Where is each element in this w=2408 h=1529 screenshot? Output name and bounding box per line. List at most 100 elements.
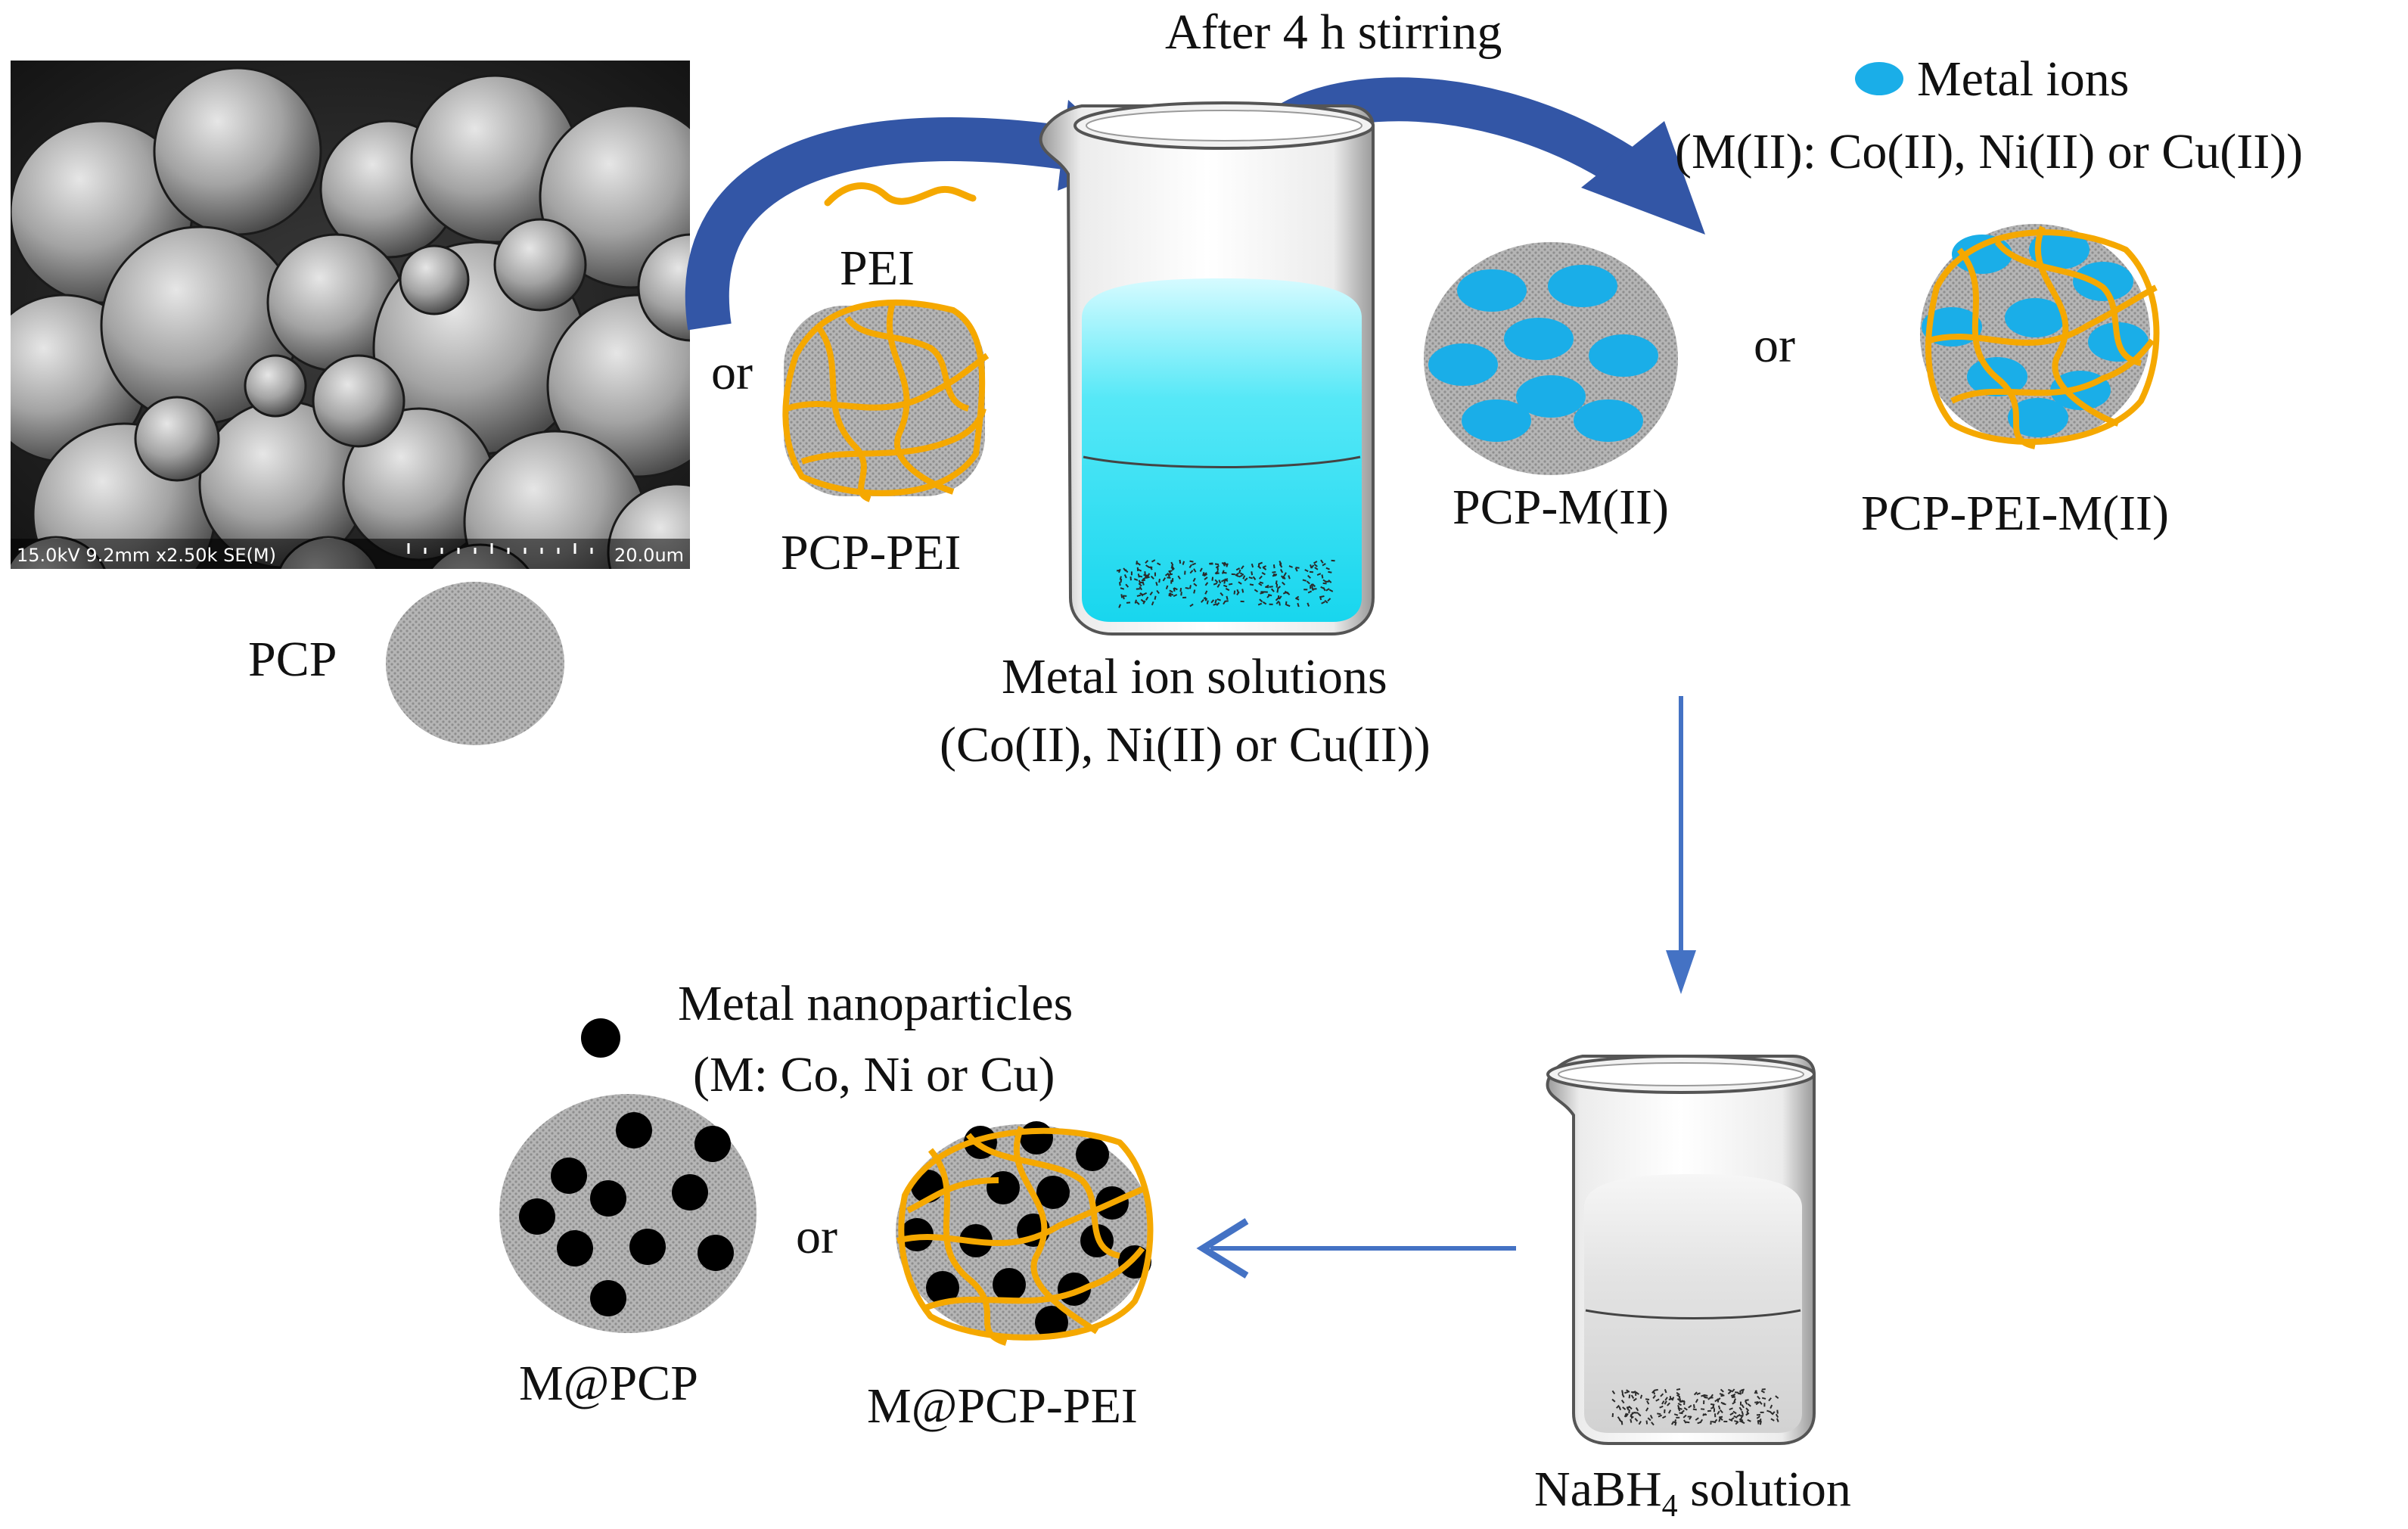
sediment-speck [1325,567,1330,570]
sediment-speck [1213,603,1217,606]
step-label: After 4 h stirring [1165,5,1502,60]
sediment-speck [1120,594,1123,598]
sediment-speck [1225,588,1230,592]
sediment-speck [1138,583,1142,587]
sediment-speck [1156,589,1160,595]
sediment-speck [1173,594,1178,598]
sediment-speck [1328,589,1334,592]
sediment-speck [1144,573,1147,578]
sediment-speck [1626,1405,1630,1409]
sediment-speck [1320,586,1325,589]
sediment-speck [1649,1414,1653,1419]
sediment-speck [1676,1391,1680,1396]
sediment-speck [1142,592,1148,595]
sediment-speck [1738,1406,1743,1411]
sediment-speck [1322,563,1326,567]
sediment-speck [1252,576,1257,580]
sediment-speck [1125,583,1129,588]
sediment-speck [1707,1397,1712,1400]
sediment-speck [1280,569,1284,573]
sediment-speck [1210,599,1215,604]
sediment-speck [1695,1398,1699,1403]
sediment-speck [1140,598,1145,603]
sediment-speck [1147,573,1151,577]
sediment-speck [1654,1388,1658,1391]
sediment-speck [1760,1390,1766,1394]
sediment-speck [1754,1390,1757,1394]
sediment-speck [1261,571,1266,576]
sediment-speck [1158,578,1161,583]
sediment-speck [1696,1392,1701,1396]
sediment-speck [1673,1419,1677,1424]
sediment-speck [1307,590,1313,594]
sediment-speck [1229,583,1233,586]
sediment-speck [1310,583,1313,588]
sediment-speck [1238,581,1242,585]
sediment-speck [1123,573,1127,579]
sediment-speck [1645,1398,1650,1400]
m-pcp-pei-particle [896,1121,1154,1346]
sediment-speck [1165,585,1169,589]
sediment-speck [1611,1390,1616,1395]
sediment-speck [1747,1403,1751,1407]
sediment-speck [1304,569,1309,573]
sediment-speck [1320,559,1324,564]
sediment-speck [1136,601,1140,605]
sediment-speck [1620,1399,1625,1404]
sediment-speck [1745,1400,1748,1405]
sediment-speck [1676,1394,1681,1398]
sediment-speck [1316,573,1322,576]
sediment-speck [1295,567,1300,569]
sediment-speck [1667,1402,1670,1406]
sediment-speck [1676,1397,1682,1402]
sediment-speck [1759,1421,1762,1425]
sediment-speck [1722,1403,1726,1406]
or-label-2: or [1754,318,1795,373]
sediment-speck [1167,576,1171,579]
sediment-speck [1657,1412,1661,1416]
sediment-speck [1241,565,1244,570]
sediment-speck [1622,1406,1627,1410]
sediment-speck [1258,583,1263,586]
sediment-speck [1149,591,1154,596]
sediment-speck [1313,561,1318,564]
sediment-speck [1203,572,1207,576]
sediment-speck [1664,1388,1667,1394]
sediment-speck [1747,1419,1751,1422]
pcp-particle [386,582,564,745]
sediment-speck [1211,576,1214,581]
sediment-speck [1655,1398,1660,1402]
sediment-speck [1193,568,1197,573]
sem-info-text: 15.0kV 9.2mm x2.50k SE(M) [17,545,276,566]
sediment-speck [1702,1412,1707,1416]
sediment-speck [1683,1407,1688,1411]
sediment-speck [1660,1393,1664,1397]
sediment-speck [1695,1417,1699,1421]
sediment-speck [1288,575,1291,580]
sediment-speck [1720,1394,1725,1397]
sediment-speck [1283,572,1287,576]
sediment-speck [1633,1397,1637,1402]
sediment-speck [1652,1394,1656,1399]
sediment-speck [1260,592,1264,595]
sediment-speck [1697,1421,1701,1425]
sediment-speck [1710,1420,1712,1425]
sediment-speck [1307,602,1310,607]
sediment-speck [1717,1397,1721,1402]
sediment-speck [1630,1419,1633,1423]
sediment-speck [1254,589,1259,592]
sem-scale-text: 20.0um [614,545,684,566]
sediment-speck [1646,1400,1650,1405]
sediment-speck [1136,562,1141,566]
sediment-speck [1226,595,1229,600]
sediment-speck [1162,577,1167,582]
sediment-speck [1276,589,1279,593]
sediment-speck [1241,589,1244,593]
nanoparticle-legend-icon [581,1018,620,1058]
sediment-speck [1771,1411,1776,1416]
sediment-speck [1275,580,1278,585]
sediment-speck [1188,564,1193,569]
sediment-speck [1661,1400,1665,1405]
nanoparticle-legend-note: (M: Co, Ni or Cu) [693,1047,1055,1102]
sediment-speck [1628,1409,1630,1414]
